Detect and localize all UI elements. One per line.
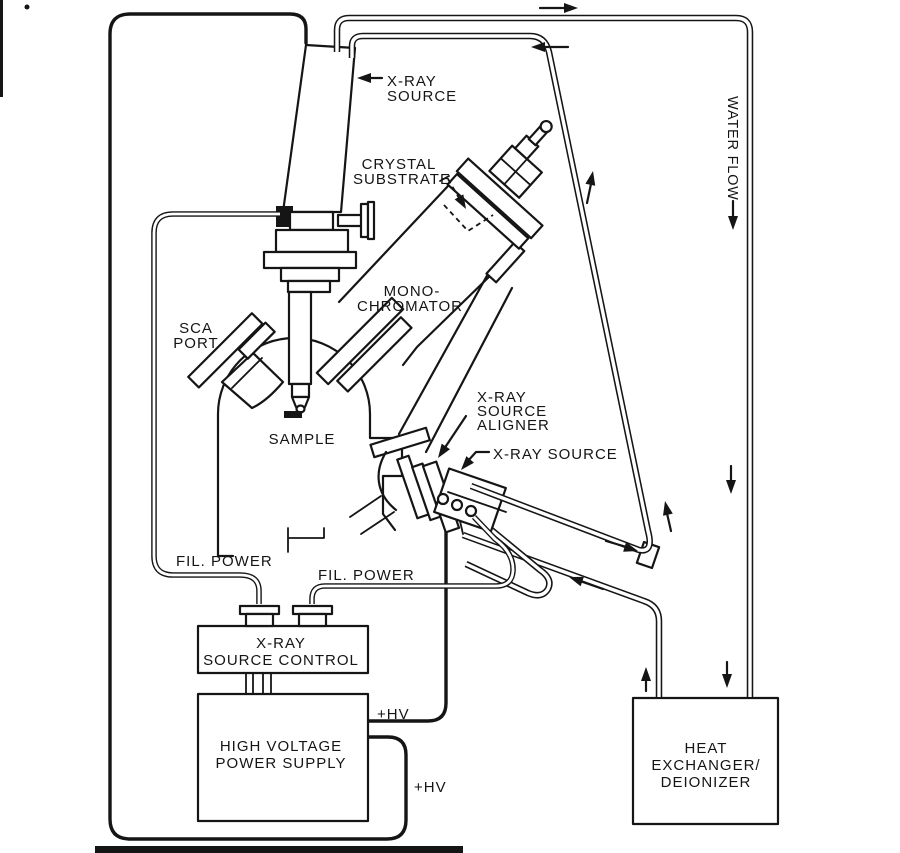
crystal-substrate-label: CRYSTAL	[362, 156, 437, 173]
sca-port-flange	[187, 312, 264, 389]
scan-artifacts	[0, 0, 463, 853]
hv-2-label: +HV	[414, 779, 447, 796]
sample-label: SAMPLE	[269, 431, 336, 448]
svg-text:CHROMATOR: CHROMATOR	[357, 298, 463, 315]
water-pipe-exchanger-supply	[461, 531, 663, 697]
fil-power-2-label: FIL. POWER	[318, 567, 415, 584]
hv-cable-loop	[108, 12, 408, 841]
monochromator-tube	[315, 184, 496, 393]
xray-beam-path	[443, 204, 494, 233]
labels: X-RAY SOURCE CRYSTAL SUBSTRATE MONO- CHR…	[173, 73, 760, 796]
svg-text:EXCHANGER/: EXCHANGER/	[651, 757, 760, 774]
sca-port	[187, 312, 285, 410]
flow-arrow-down-exchanger-icon	[722, 660, 732, 688]
sca-port-mirror-block	[220, 351, 285, 410]
aligner-flange	[369, 426, 431, 459]
aligner-label: X-RAY	[477, 389, 527, 406]
filament-connector	[276, 206, 293, 227]
sample-mark	[284, 411, 302, 418]
water-flow-label-arrow-icon	[728, 199, 738, 230]
svg-text:DEIONIZER: DEIONIZER	[661, 774, 752, 791]
bus-bars	[245, 672, 272, 695]
flow-arrow-up-lower-icon	[663, 501, 673, 533]
water-pipe-return	[333, 14, 754, 697]
source1-tower	[281, 43, 357, 214]
control-connector-right	[291, 604, 334, 616]
aligner-pointer-icon	[438, 414, 468, 458]
xray-source2-pointer-icon	[461, 450, 491, 470]
water-pipe-source2-loop	[464, 511, 553, 599]
heat-exchanger-box	[631, 696, 780, 826]
flow-arrow-left-icon	[531, 42, 570, 52]
fil-power-cable-2	[309, 515, 516, 604]
svg-text:SOURCE: SOURCE	[477, 403, 547, 420]
hv-1-label: +HV	[377, 706, 410, 723]
xray-source-1	[262, 43, 376, 414]
svg-text:SUBSTRATE: SUBSTRATE	[353, 171, 451, 188]
svg-text:POWER SUPPLY: POWER SUPPLY	[216, 755, 347, 772]
control-connector-left	[238, 604, 281, 616]
crystal-plate	[455, 157, 544, 240]
source2-filament-pins	[436, 492, 478, 518]
flow-arrow-down-pipe-icon	[726, 464, 736, 494]
xray-source-2-assembly	[369, 426, 661, 570]
heat-exchanger-label: HEAT	[685, 740, 728, 757]
svg-text:SOURCE: SOURCE	[387, 88, 457, 105]
svg-text:SOURCE CONTROL: SOURCE CONTROL	[203, 652, 359, 669]
source1-snout	[287, 290, 313, 386]
source2-tube	[397, 241, 526, 454]
xray-source1-pointer-icon	[357, 73, 384, 83]
svg-text:PORT: PORT	[173, 335, 218, 352]
sca-port-label: SCA	[179, 320, 213, 337]
xray-source1-label: X-RAY	[387, 73, 437, 90]
hv-cable-source2	[366, 506, 453, 723]
hv-supply-label: HIGH VOLTAGE	[220, 738, 342, 755]
source-control-box	[196, 604, 370, 675]
flow-arrow-right-top-icon	[538, 3, 578, 13]
crystal-pointer-icon	[439, 175, 494, 233]
hv-supply-box	[196, 672, 370, 823]
fil-power-1-label: FIL. POWER	[176, 553, 273, 570]
monochromator-label: MONO-	[384, 283, 441, 300]
fil-power-cable-1	[151, 211, 280, 604]
water-pipe-supply	[348, 32, 653, 554]
monochromator-port-flange	[315, 296, 405, 386]
flow-arrow-up-exchanger-icon	[641, 667, 651, 693]
flow-arrow-up-mid-icon	[585, 171, 596, 205]
source-control-label: X-RAY	[256, 635, 306, 652]
arrows	[357, 3, 738, 693]
flow-arrow-left-lower-icon	[569, 576, 605, 591]
svg-text:ALIGNER: ALIGNER	[477, 417, 550, 434]
xray-source2-label: X-RAY SOURCE	[493, 446, 618, 463]
crystal-substrate-assembly	[446, 119, 553, 250]
flow-arrow-right-lower-icon	[604, 539, 638, 552]
water-flow-label: WATER FLOW	[724, 96, 740, 201]
